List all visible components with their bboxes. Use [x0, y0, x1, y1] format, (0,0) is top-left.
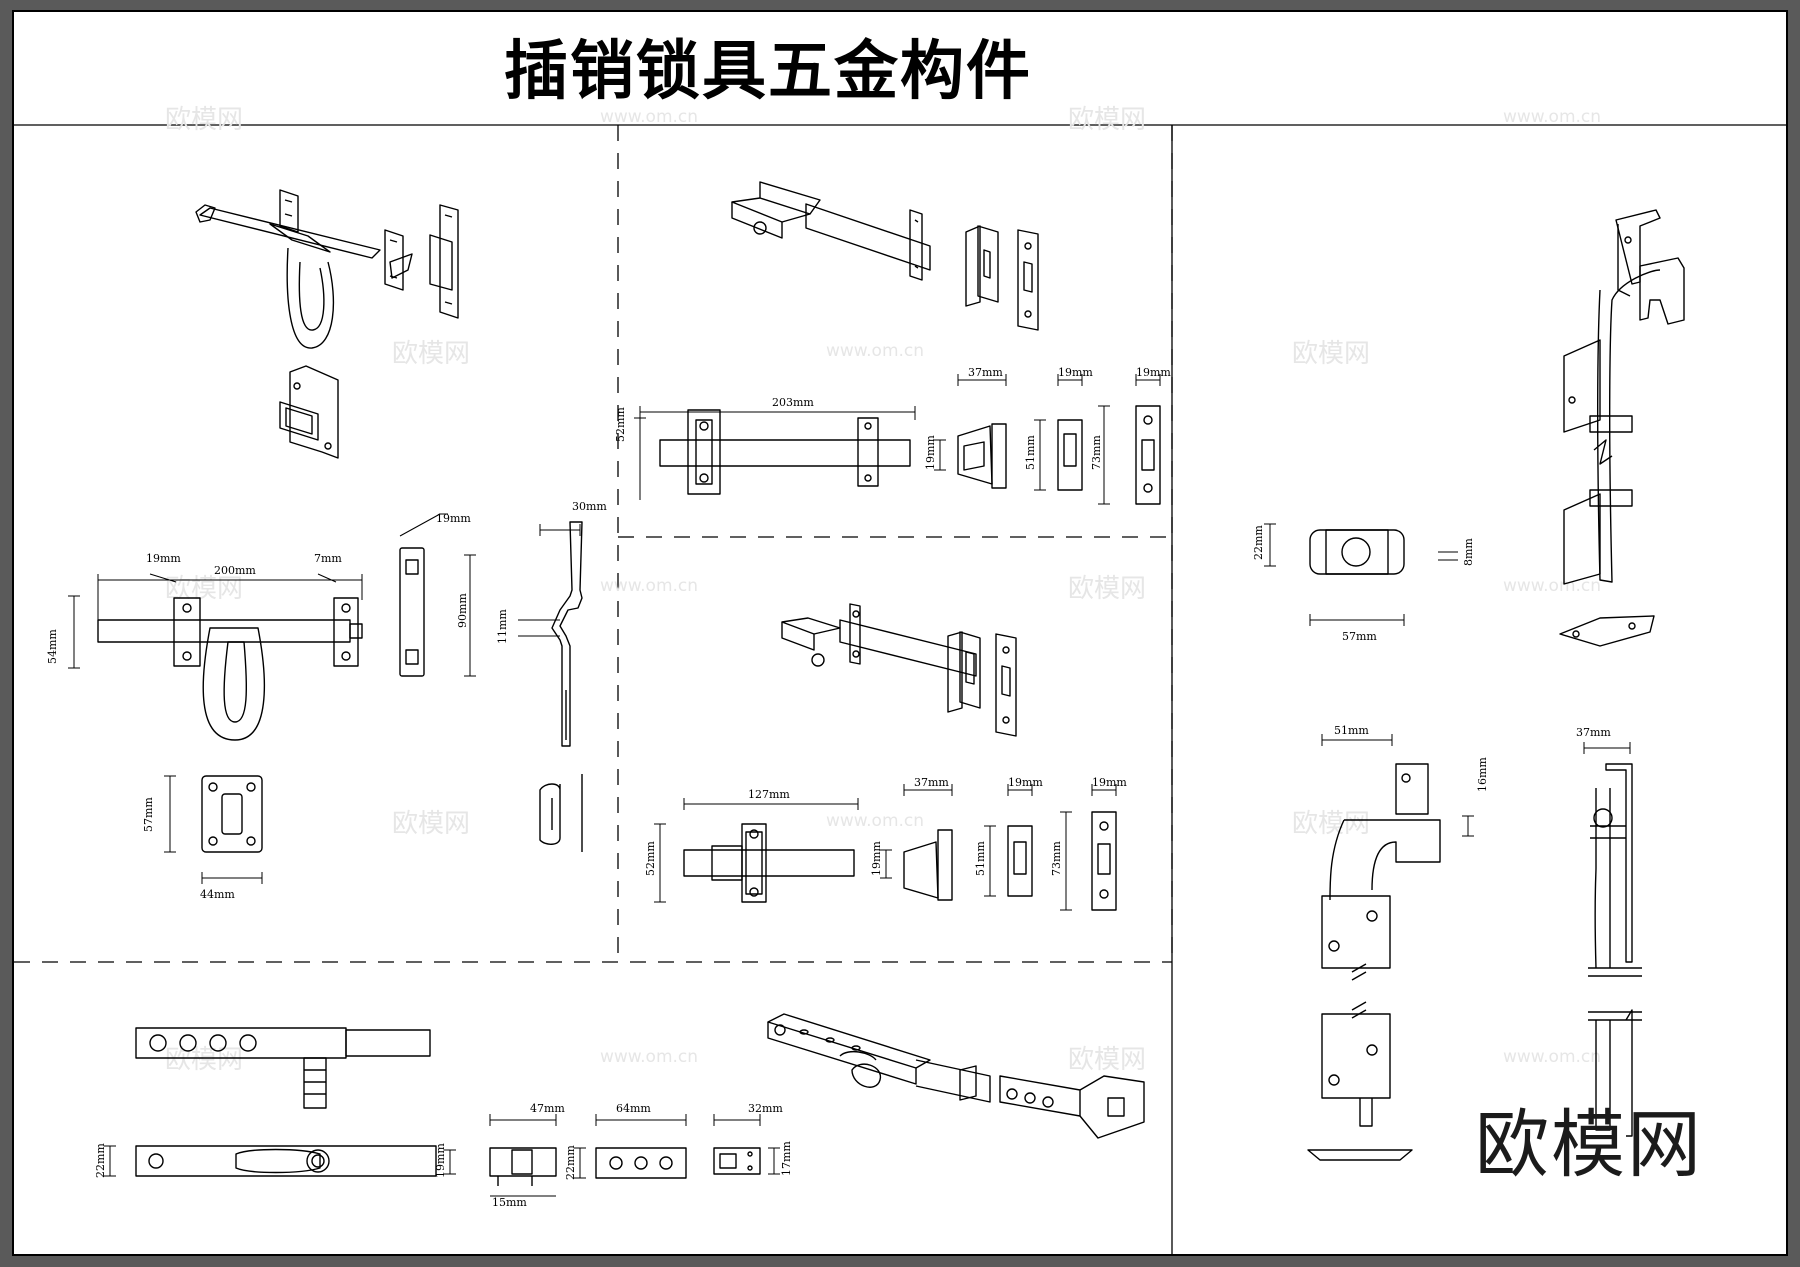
watermark-logo: 欧模网 [1068, 574, 1146, 604]
watermark-site: www.om.cn [1503, 107, 1601, 127]
keeper-plate-front [201, 775, 263, 853]
bolt-box-front [489, 1147, 557, 1186]
hole-plate-front [595, 1147, 687, 1179]
strike-plate-51-b [1007, 825, 1033, 897]
watermark-site: www.om.cn [600, 107, 698, 127]
dim-dropbolt-depth: 16mm [1476, 757, 1489, 792]
watermark-logo: 欧模网 [392, 809, 470, 839]
dim-plate-width: 44mm [200, 888, 235, 901]
multi-hole-bolt-front [135, 1145, 437, 1177]
dim-bar-height: 22mm [94, 1143, 107, 1178]
dim-plate73-height: 73mm [1090, 435, 1103, 470]
dim-bolt2-length: 127mm [748, 788, 790, 801]
dim-bolt-length: 203mm [772, 396, 814, 409]
dim-keeper2-height: 19mm [870, 841, 883, 876]
dim-plate73b-height: 73mm [1050, 841, 1063, 876]
dim-keeper-height: 19mm [924, 435, 937, 470]
dim-side-width: 37mm [1576, 726, 1611, 739]
dim-box-depth: 15mm [492, 1196, 527, 1209]
small-plate-front [713, 1147, 761, 1175]
dim-bar-end: 19mm [434, 1143, 447, 1178]
watermark-site: www.om.cn [826, 811, 924, 831]
dim-latch-height: 54mm [46, 629, 59, 664]
dim-holes-height: 22mm [564, 1145, 577, 1180]
watermark-logo: 欧模网 [1068, 1045, 1146, 1075]
strike-plate-front [399, 547, 425, 677]
dim-keeper-width: 37mm [968, 366, 1003, 379]
watermark-logo: 欧模网 [1068, 105, 1146, 135]
latch-front-view [97, 597, 363, 741]
guide-plate-front [1309, 529, 1405, 575]
dim-plate51-height: 51mm [1024, 435, 1037, 470]
dim-bolt2-height: 52mm [644, 841, 657, 876]
barrel-bolt-front-2 [683, 823, 855, 903]
watermark-site: www.om.cn [600, 1047, 698, 1067]
watermark-site: www.om.cn [1503, 1047, 1601, 1067]
watermark-site: www.om.cn [600, 576, 698, 596]
dim-plate51b-height: 51mm [974, 841, 987, 876]
barrel-bolt-iso-2 [781, 603, 1017, 737]
dim-strike-height: 90mm [456, 593, 469, 628]
dim-hook-depth: 11mm [496, 609, 509, 644]
keeper-profile-2 [903, 829, 953, 901]
dim-right-width: 7mm [314, 552, 342, 565]
dim-rod-length: 200mm [214, 564, 256, 577]
watermark-site: www.om.cn [826, 341, 924, 361]
keeper-profile-1 [957, 423, 1007, 489]
dim-keeper2-width: 37mm [914, 776, 949, 789]
dim-plate-height: 57mm [142, 797, 155, 832]
dim-small-plate-height: 17mm [780, 1141, 793, 1176]
dim-dropbolt-width: 51mm [1334, 724, 1369, 737]
barrel-bolt-front-1 [659, 409, 911, 495]
sheet-title: 插销锁具五金构件 [504, 35, 1032, 109]
dim-guide-depth: 8mm [1462, 538, 1475, 566]
watermark-logo: 欧模网 [392, 339, 470, 369]
dim-guide-height: 22mm [1252, 525, 1265, 560]
drop-bolt-front [1307, 763, 1441, 1161]
dim-plate73-width: 19mm [1136, 366, 1171, 379]
watermark-logo: 欧模网 [165, 574, 243, 604]
dim-holes-width: 64mm [616, 1102, 651, 1115]
watermark-logo: 欧模网 [165, 105, 243, 135]
drawing-frame [12, 10, 1788, 1256]
dim-hook-width: 30mm [572, 500, 607, 513]
strike-plate-73-b [1091, 811, 1117, 911]
dim-guide-width: 57mm [1342, 630, 1377, 643]
u-hook-profile [539, 774, 583, 852]
dim-left-width: 19mm [146, 552, 181, 565]
watermark-logo: 欧模网 [165, 1045, 243, 1075]
dim-strike-width: 19mm [436, 512, 471, 525]
barrel-bolt-iso-1 [731, 181, 1039, 331]
dim-box-width: 47mm [530, 1102, 565, 1115]
dim-bolt-height: 52mm [614, 407, 627, 442]
keeper-iso-drawing [279, 365, 339, 459]
latch-iso-drawing [195, 189, 459, 349]
strike-plate-73 [1135, 405, 1161, 505]
drop-bolt-iso [1559, 209, 1685, 647]
dim-plate51-width: 19mm [1058, 366, 1093, 379]
dim-small-plate-width: 32mm [748, 1102, 783, 1115]
watermark-layer: 欧模网 www.om.cn 欧模网 www.om.cn 欧模网 www.om.c… [165, 105, 1601, 1075]
watermark-site: www.om.cn [1503, 576, 1601, 596]
hook-side-view [551, 521, 583, 747]
dim-plate51b-width: 19mm [1008, 776, 1043, 789]
multi-hole-bolt-iso [767, 1013, 1145, 1139]
watermark-logo: 欧模网 [1292, 809, 1370, 839]
strike-plate-51 [1057, 419, 1083, 491]
drop-bolt-side [1588, 763, 1642, 1137]
watermark-logo: 欧模网 [1292, 339, 1370, 369]
brand-logo: 欧模网 [1475, 1102, 1703, 1188]
multi-hole-bolt-top [135, 1027, 431, 1109]
dim-plate73b-width: 19mm [1092, 776, 1127, 789]
